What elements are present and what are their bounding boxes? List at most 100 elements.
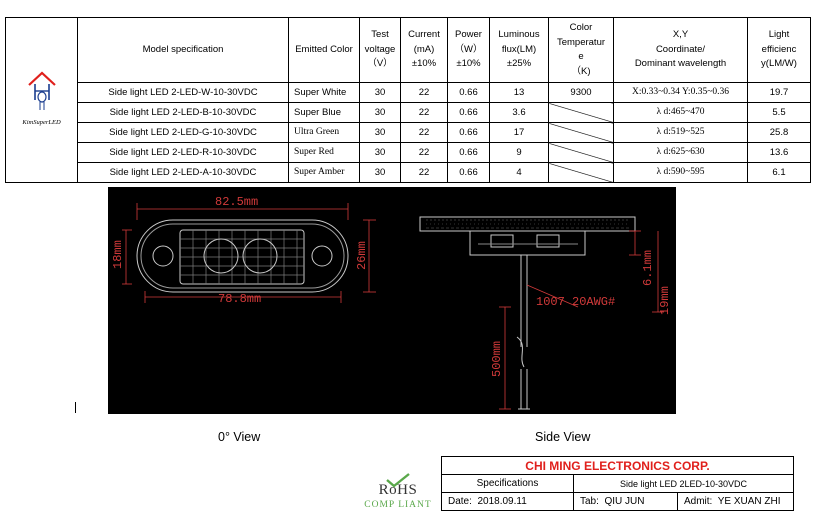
header-current: Current(mA)±10% [400,17,448,83]
led-2-icon [242,238,278,274]
cell-flux: 17 [489,122,549,143]
cell-flux: 3.6 [489,102,549,123]
cell-model: Side light LED 2-LED-R-10-30VDC [77,142,289,163]
title-block: CHI MING ELECTRONICS CORP. Specification… [440,456,795,511]
front-view [122,203,376,303]
logo-text: KimSuperLED [22,118,61,126]
tab-cell: Tab: QIU JUN [573,492,678,511]
cell-color: Super Red [288,142,360,163]
cell-current: 22 [400,122,448,143]
table-row: Side light LED 2-LED-W-10-30VDC Super Wh… [6,82,811,103]
cell-power: 0.66 [447,142,490,163]
technical-drawing: 82.5mm 78.8mm 18mm 26mm 500mm 6.1mm 19mm… [108,187,676,414]
cell-model: Side light LED 2-LED-B-10-30VDC [77,102,289,123]
side-plate-texture [426,219,630,229]
cell-xy: λ d:590~595 [613,162,748,183]
cell-flux: 9 [489,142,549,163]
side-body [469,230,586,256]
cell-cct-empty [548,122,614,143]
cell-efficiency: 5.5 [747,102,811,123]
cell-cct-empty [548,162,614,183]
housing-inner-outline [140,223,345,289]
cell-cct-empty [548,102,614,123]
table-row: Side light LED 2-LED-B-10-30VDC Super Bl… [6,102,811,123]
dim-length-top: 82.5mm [215,195,258,209]
header-power: Power（W）±10% [447,17,490,83]
side-view [419,216,664,410]
lens-grid [180,230,304,284]
house-logo-icon [27,71,56,110]
cell-flux: 13 [489,82,549,103]
cell-cct-empty [548,142,614,163]
cell-voltage: 30 [359,82,401,103]
admit-label: Admit: [684,496,713,507]
rohs-mark: RoHS [378,482,418,498]
admit-cell: Admit: YE XUAN ZHI [676,492,795,511]
spec-table: KimSuperLED Model specification Emitted … [5,17,811,183]
cable-spec-label: 1007 20AWG# [536,295,615,309]
dimension-labels: 82.5mm 78.8mm 18mm 26mm 500mm 6.1mm 19mm… [111,195,672,377]
cad-svg: 82.5mm 78.8mm 18mm 26mm 500mm 6.1mm 19mm… [111,195,672,410]
cell-efficiency: 25.8 [747,122,811,143]
front-view-caption: 0° View [218,430,261,444]
cell-power: 0.66 [447,122,490,143]
rohs-badge: RoHS COMP LIANT [362,470,434,520]
header-color: Emitted Color [288,17,360,83]
dim-height-inner: 18mm [111,240,125,269]
cell-voltage: 30 [359,142,401,163]
cell-color: Super Blue [288,102,360,123]
cell-xy: λ d:625~630 [613,142,748,163]
date-cell: Date: 2018.09.11 [441,492,574,511]
date-value: 2018.09.11 [477,496,527,507]
cell-color: Ultra Green [288,122,360,143]
led-1-icon [203,238,239,274]
dim-side-height: 19mm [658,286,672,315]
cell-xy: λ d:519~525 [613,122,748,143]
spec-header-row: KimSuperLED Model specification Emitted … [5,17,811,183]
cell-current: 22 [400,142,448,163]
cell-current: 22 [400,82,448,103]
side-view-caption: Side View [535,430,591,444]
spec-value: Side light LED 2LED-10-30VDC [572,474,795,493]
cell-xy: X:0.33~0.34 Y:0.35~0.36 [613,82,748,103]
cell-model: Side light LED 2-LED-G-10-30VDC [77,122,289,143]
side-led-block [536,234,560,248]
table-row: Side light LED 2-LED-A-10-30VDC Super Am… [6,162,811,183]
company-name: CHI MING ELECTRONICS CORP. [440,456,795,475]
date-label: Date: [448,496,472,507]
cell-efficiency: 6.1 [747,162,811,183]
cell-efficiency: 13.6 [747,142,811,163]
cell-power: 0.66 [447,162,490,183]
cell-power: 0.66 [447,102,490,123]
table-row: Side light LED 2-LED-R-10-30VDC Super Re… [6,142,811,163]
cell-voltage: 30 [359,102,401,123]
header-model: Model specification [77,17,289,83]
side-dimensions [499,230,664,410]
cell-voltage: 30 [359,122,401,143]
logo: KimSuperLED [5,17,78,183]
tab-value: QIU JUN [604,496,645,507]
cell-cct: 9300 [548,82,614,103]
spec-label: Specifications [441,474,574,493]
text-cursor [75,402,76,413]
cell-color: Super Amber [288,162,360,183]
cell-power: 0.66 [447,82,490,103]
rohs-subtitle: COMP LIANT [364,500,432,510]
dim-cable-length: 500mm [490,341,504,377]
cell-xy: λ d:465~470 [613,102,748,123]
screw-hole-icon [152,245,174,267]
cell-efficiency: 19.7 [747,82,811,103]
screw-hole-icon [311,245,333,267]
dim-side-thickness: 6.1mm [641,250,655,286]
cell-model: Side light LED 2-LED-A-10-30VDC [77,162,289,183]
table-row: Side light LED 2-LED-G-10-30VDC Ultra Gr… [6,122,811,143]
cell-color: Super White [288,82,360,103]
cell-voltage: 30 [359,162,401,183]
tab-label: Tab: [580,496,599,507]
cell-flux: 4 [489,162,549,183]
